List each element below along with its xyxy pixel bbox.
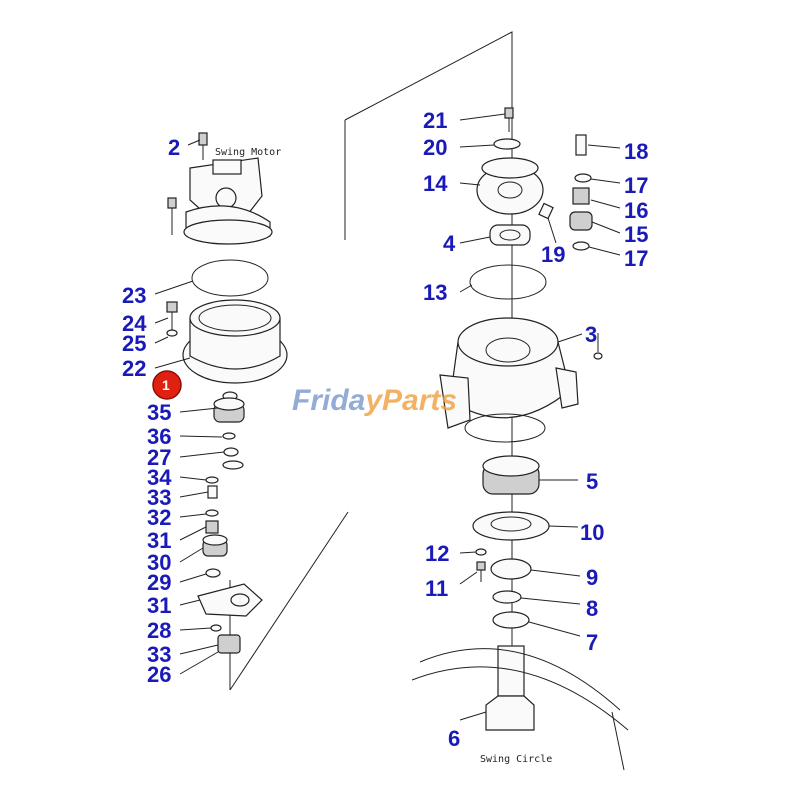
label-3: 3 [585, 322, 597, 347]
label-10: 10 [580, 520, 604, 545]
label-24: 24 [122, 311, 147, 336]
highlight-label: 1 [162, 377, 170, 393]
swing-motor-assembly [167, 132, 273, 245]
label-31-lower: 31 [147, 593, 171, 618]
label-17-lower: 17 [624, 246, 648, 271]
label-30: 30 [147, 550, 171, 575]
oring-23 [191, 259, 269, 297]
label-26: 26 [147, 662, 171, 687]
label-35: 35 [147, 400, 171, 425]
label-4: 4 [443, 231, 456, 256]
highlight-part-1: 1 [152, 370, 182, 400]
swing-circle [411, 648, 629, 771]
label-6: 6 [448, 726, 460, 751]
label-25: 25 [122, 331, 146, 356]
housing-3 [439, 317, 603, 443]
leader-lines [154, 113, 621, 721]
left-stack-parts [197, 391, 263, 654]
label-14: 14 [423, 171, 448, 196]
label-28: 28 [147, 618, 171, 643]
right-top-parts [469, 107, 593, 300]
label-13: 13 [423, 280, 447, 305]
label-31-upper: 31 [147, 528, 171, 553]
label-20: 20 [423, 135, 447, 160]
label-2: 2 [168, 135, 180, 160]
label-15: 15 [624, 222, 648, 247]
label-33-lower: 33 [147, 642, 171, 667]
right-lower-parts [472, 455, 550, 731]
label-23: 23 [122, 283, 146, 308]
svg-text:FridayParts: FridayParts [292, 384, 457, 417]
label-27: 27 [147, 445, 171, 470]
label-17-upper: 17 [624, 173, 648, 198]
label-21: 21 [423, 108, 447, 133]
watermark-part2: yParts [363, 384, 457, 417]
label-19: 19 [541, 242, 565, 267]
bolt-24 [166, 301, 178, 337]
label-29: 29 [147, 570, 171, 595]
label-32: 32 [147, 505, 171, 530]
label-11: 11 [425, 576, 448, 601]
label-9: 9 [586, 565, 598, 590]
swing-motor-caption: Swing Motor [215, 147, 281, 158]
watermark-part1: Frida [292, 384, 365, 417]
label-34: 34 [147, 465, 172, 490]
label-33-upper: 33 [147, 485, 171, 510]
label-12: 12 [425, 541, 449, 566]
label-7: 7 [586, 630, 598, 655]
label-36: 36 [147, 424, 171, 449]
label-8: 8 [586, 596, 598, 621]
watermark-logo: FridayParts [292, 384, 457, 417]
ring-gear-22 [182, 299, 288, 384]
swing-circle-caption: Swing Circle [480, 754, 552, 765]
label-5: 5 [586, 469, 598, 494]
label-18: 18 [624, 139, 648, 164]
label-22: 22 [122, 356, 146, 381]
label-16: 16 [624, 198, 648, 223]
part-number-labels: 2 23 24 25 22 35 36 27 34 33 32 31 30 29… [122, 108, 648, 751]
